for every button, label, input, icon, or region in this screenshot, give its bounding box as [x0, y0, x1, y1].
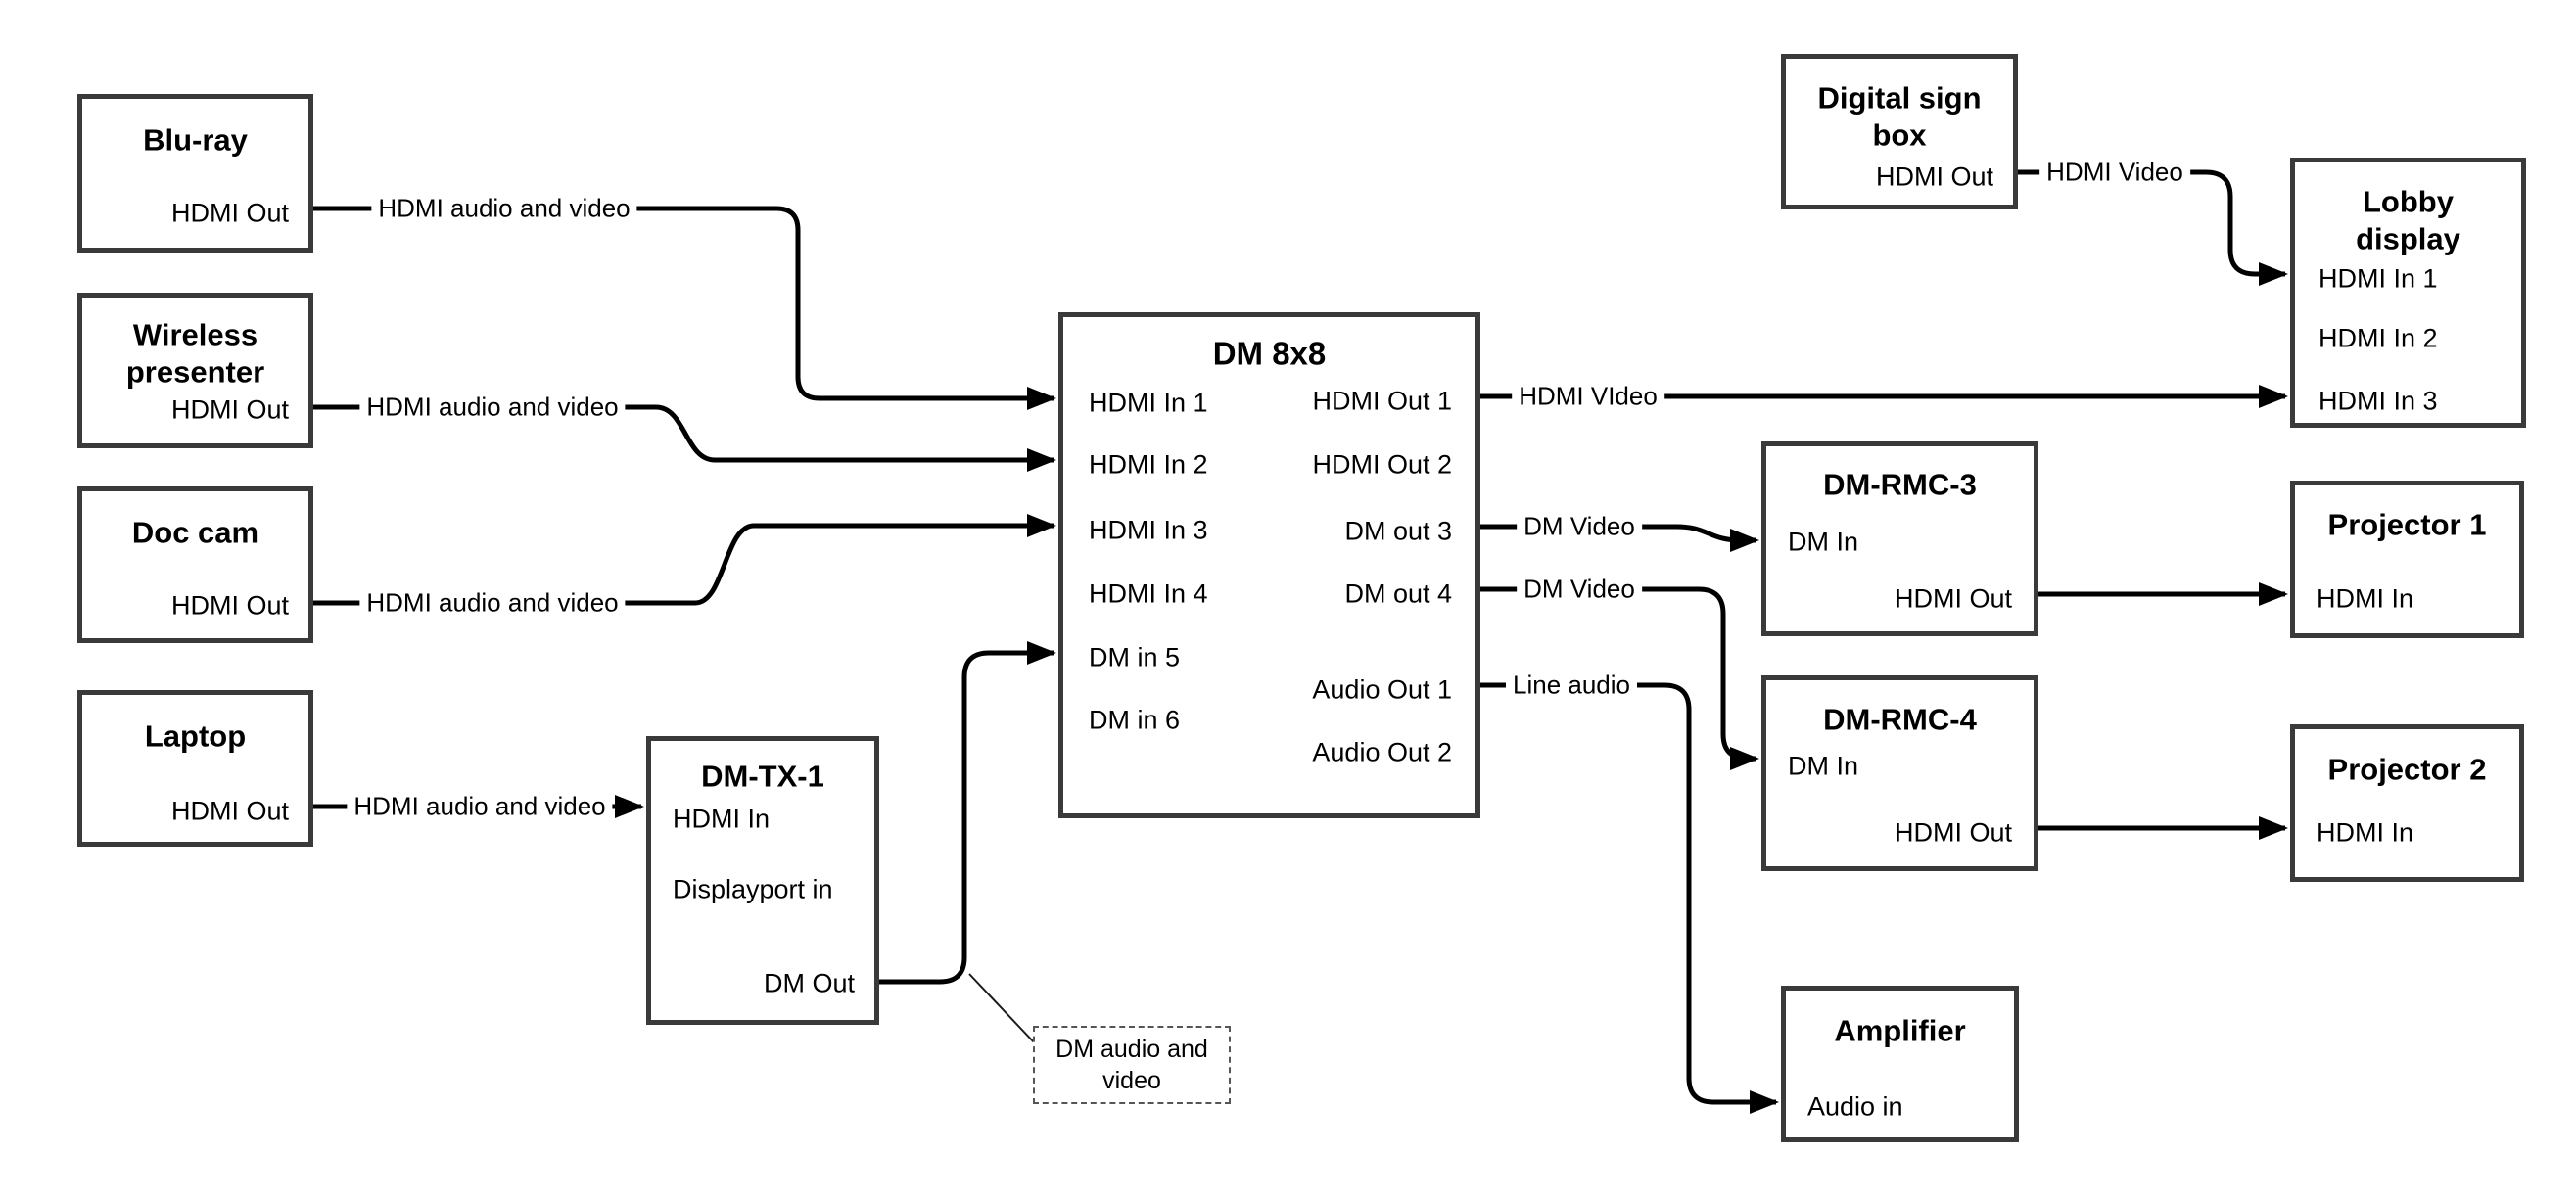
device-box-amplifier: Amplifier Audio in — [1781, 986, 2019, 1142]
device-box-projector-1: Projector 1 HDMI In — [2290, 481, 2524, 638]
device-box-wireless-presenter: Wireless presenter HDMI Out — [77, 293, 313, 448]
wire-dmtx1-dmout-to-dm8x8-in5 — [879, 641, 1056, 985]
device-title: Lobby — [2363, 184, 2454, 219]
wire-dm8x8-out3-to-dmrmc3 — [1480, 524, 1759, 552]
port-projector2-hdmi-in: HDMI In — [2317, 817, 2414, 848]
wire-label-bluray: HDMI audio and video — [371, 193, 637, 224]
device-title: display — [2356, 221, 2460, 256]
port-lobby-hdmi-in-3: HDMI In 3 — [2318, 386, 2438, 416]
device-box-doc-cam: Doc cam HDMI Out — [77, 486, 313, 643]
port-projector1-hdmi-in: HDMI In — [2317, 583, 2414, 614]
port-lobby-hdmi-in-1: HDMI In 1 — [2318, 263, 2438, 294]
port-wireless-hdmi-out: HDMI Out — [170, 394, 289, 425]
port-laptop-hdmi-out: HDMI Out — [170, 796, 289, 826]
port-dm8x8-audio-out-2: Audio Out 2 — [1312, 737, 1452, 767]
device-box-dm-8x8: DM 8x8 HDMI In 1 HDMI In 2 HDMI In 3 HDM… — [1058, 312, 1480, 818]
device-title: DM 8x8 — [1212, 335, 1327, 372]
port-digitalsign-hdmi-out: HDMI Out — [1875, 162, 1993, 192]
device-title: DM-TX-1 — [701, 759, 824, 794]
wire-label-dm-video-4: DM Video — [1517, 574, 1642, 605]
port-lobby-hdmi-in-2: HDMI In 2 — [2318, 323, 2438, 353]
device-box-lobby-display: Lobby display HDMI In 1 HDMI In 2 HDMI I… — [2290, 158, 2526, 428]
port-dmrmc3-dm-in: DM In — [1788, 527, 1859, 557]
wire-label-line-audio: Line audio — [1506, 670, 1637, 701]
device-title: Doc cam — [131, 515, 259, 550]
wire-label-hdmi-video-lobby: HDMI VIdeo — [1512, 381, 1664, 412]
port-amplifier-audio-in: Audio in — [1807, 1091, 1903, 1122]
wire-label-doccam: HDMI audio and video — [359, 587, 626, 619]
wire-label-hdmi-video-sign: HDMI Video — [2039, 157, 2190, 188]
port-dm8x8-hdmi-out-1: HDMI Out 1 — [1312, 386, 1452, 416]
port-dm8x8-hdmi-in-1: HDMI In 1 — [1089, 388, 1208, 418]
wire-label-laptop: HDMI audio and video — [347, 791, 613, 822]
port-dmrmc4-dm-in: DM In — [1788, 751, 1859, 781]
port-dm8x8-dm-out-4: DM out 4 — [1344, 578, 1452, 609]
wire-bluray-to-dm8x8-in1 — [313, 206, 1056, 410]
annotation-note-dm-audio-video: DM audio and video — [1033, 1026, 1231, 1104]
wire-dm8x8-out4-to-dmrmc4 — [1480, 586, 1759, 770]
device-box-digital-sign: Digital sign box HDMI Out — [1781, 54, 2018, 209]
port-dm8x8-hdmi-in-3: HDMI In 3 — [1089, 515, 1208, 545]
port-bluray-hdmi-out: HDMI Out — [170, 198, 289, 228]
port-doccam-hdmi-out: HDMI Out — [170, 590, 289, 621]
wire-label-dm-video-3: DM Video — [1517, 511, 1642, 542]
device-title: presenter — [125, 354, 265, 390]
annotation-note-line: DM audio and — [1055, 1035, 1208, 1063]
device-box-dm-rmc-3: DM-RMC-3 DM In HDMI Out — [1761, 441, 2038, 636]
device-title: Amplifier — [1834, 1013, 1966, 1048]
port-dm8x8-hdmi-in-2: HDMI In 2 — [1089, 449, 1208, 480]
wire-doccam-to-dm8x8-in3 — [313, 514, 1056, 606]
port-dmrmc4-hdmi-out: HDMI Out — [1894, 817, 2012, 848]
note-leader-line — [968, 973, 1036, 1044]
device-title: DM-RMC-3 — [1823, 467, 1977, 502]
device-title: DM-RMC-4 — [1823, 702, 1977, 737]
port-dm8x8-hdmi-out-2: HDMI Out 2 — [1312, 449, 1452, 480]
port-dmrmc3-hdmi-out: HDMI Out — [1894, 583, 2012, 614]
device-box-bluray: Blu-ray HDMI Out — [77, 94, 313, 253]
port-dm8x8-dm-in-6: DM in 6 — [1089, 705, 1181, 735]
port-dm8x8-hdmi-in-4: HDMI In 4 — [1089, 578, 1208, 609]
port-dmtx1-displayport-in: Displayport in — [673, 874, 833, 904]
wire-label-wireless: HDMI audio and video — [359, 392, 626, 423]
device-title: box — [1872, 117, 1927, 153]
device-box-projector-2: Projector 2 HDMI In — [2290, 724, 2524, 882]
device-title: Projector 1 — [2327, 507, 2487, 542]
device-title: Digital sign — [1817, 80, 1982, 115]
device-title: Projector 2 — [2327, 752, 2487, 787]
wire-dm8x8-audio1-to-amplifier — [1480, 682, 1779, 1114]
port-dm8x8-dm-in-5: DM in 5 — [1089, 642, 1181, 672]
port-dmtx1-hdmi-in: HDMI In — [673, 804, 771, 834]
device-title: Laptop — [144, 718, 247, 754]
device-title: Blu-ray — [143, 122, 248, 158]
wire-wireless-to-dm8x8-in2 — [313, 404, 1056, 472]
port-dmtx1-dm-out: DM Out — [763, 968, 855, 998]
wire-digitalsign-to-lobby-in1 — [2018, 169, 2288, 286]
device-box-laptop: Laptop HDMI Out — [77, 690, 313, 847]
device-box-dm-rmc-4: DM-RMC-4 DM In HDMI Out — [1761, 675, 2038, 871]
port-dm8x8-audio-out-1: Audio Out 1 — [1312, 674, 1452, 705]
port-dm8x8-dm-out-3: DM out 3 — [1344, 516, 1452, 546]
annotation-note-line: video — [1102, 1067, 1161, 1094]
device-title: Wireless — [132, 317, 258, 352]
device-box-dm-tx-1: DM-TX-1 HDMI In Displayport in DM Out — [646, 736, 879, 1025]
